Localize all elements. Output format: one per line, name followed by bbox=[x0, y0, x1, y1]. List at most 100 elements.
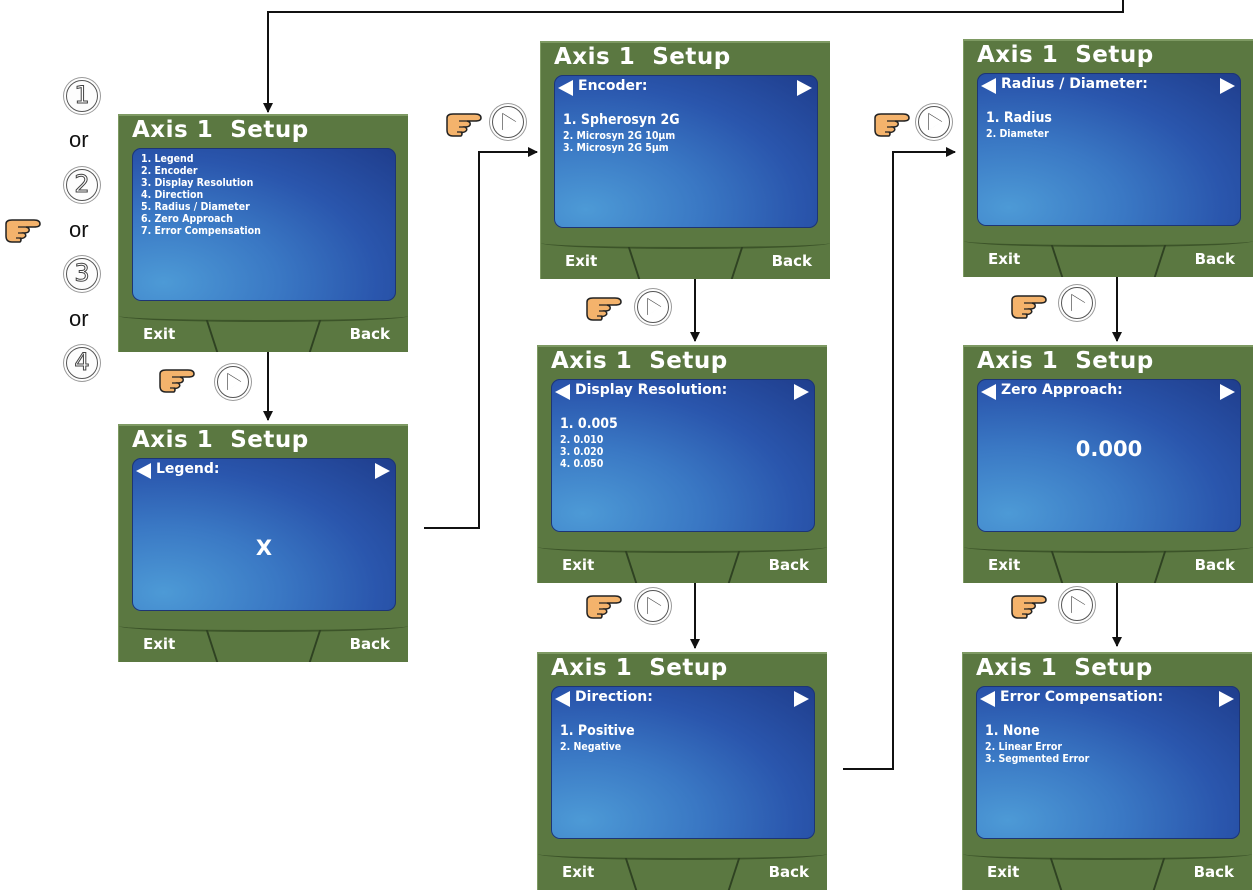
option-item[interactable]: 3. 0.020 bbox=[560, 446, 604, 458]
selected-option[interactable]: 1. Positive bbox=[560, 723, 635, 739]
menu-item-error-compensation[interactable]: 7. Error Compensation bbox=[141, 225, 261, 237]
encoder-screen: Axis 1 Setup Encoder: 1. Spherosyn 2G 2.… bbox=[540, 41, 830, 279]
exit-softkey[interactable]: Exit bbox=[562, 556, 595, 574]
exit-softkey[interactable]: Exit bbox=[143, 635, 176, 653]
back-softkey[interactable]: Back bbox=[349, 325, 390, 343]
or-label: or bbox=[69, 306, 89, 331]
wire-legend-to-encoder bbox=[424, 147, 538, 529]
exit-softkey[interactable]: Exit bbox=[562, 863, 595, 881]
display-panel: Direction: 1. Positive 2. Negative bbox=[551, 686, 815, 839]
right-arrow-icon[interactable] bbox=[1220, 384, 1235, 400]
option-item[interactable]: 2. Microsyn 2G 10µm bbox=[563, 130, 676, 142]
back-softkey[interactable]: Back bbox=[1193, 863, 1234, 881]
screen-title: Axis 1 Setup bbox=[554, 44, 731, 70]
key-4-button[interactable]: 4 bbox=[66, 347, 98, 379]
softkey-bar: Exit Back bbox=[119, 624, 408, 662]
left-arrow-icon[interactable] bbox=[981, 78, 996, 94]
or-label: or bbox=[69, 217, 89, 242]
display-resolution-screen: Axis 1 Setup Display Resolution: 1. 0.00… bbox=[537, 345, 827, 583]
softkey-bar: Exit Back bbox=[963, 852, 1252, 890]
screen-title: Axis 1 Setup bbox=[132, 117, 309, 143]
menu-item-encoder[interactable]: 2. Encoder bbox=[141, 165, 198, 177]
option-item[interactable]: 4. 0.050 bbox=[560, 458, 604, 470]
back-softkey[interactable]: Back bbox=[768, 863, 809, 881]
left-arrow-icon[interactable] bbox=[981, 384, 996, 400]
right-arrow-key-icon[interactable] bbox=[637, 590, 669, 622]
selected-option[interactable]: 1. Radius bbox=[986, 110, 1052, 126]
left-arrow-icon[interactable] bbox=[980, 691, 995, 707]
back-softkey[interactable]: Back bbox=[1194, 250, 1235, 268]
key-1-button[interactable]: 1 bbox=[66, 80, 98, 112]
menu-item-zero-approach[interactable]: 6. Zero Approach bbox=[141, 213, 233, 225]
exit-softkey[interactable]: Exit bbox=[565, 252, 598, 270]
option-list: 1. Spherosyn 2G 2. Microsyn 2G 10µm 3. M… bbox=[563, 111, 680, 154]
pointing-hand-icon bbox=[159, 369, 195, 393]
pointing-hand-icon bbox=[446, 113, 482, 137]
selected-option[interactable]: 1. 0.005 bbox=[560, 416, 618, 432]
display-panel: Zero Approach: 0.000 bbox=[977, 379, 1241, 532]
selected-option[interactable]: 1. Spherosyn 2G bbox=[563, 112, 680, 128]
right-arrow-icon[interactable] bbox=[797, 80, 812, 96]
exit-softkey[interactable]: Exit bbox=[988, 250, 1021, 268]
option-list: 1. None 2. Linear Error 3. Segmented Err… bbox=[985, 722, 1089, 765]
wire-top-loop bbox=[263, 0, 1124, 113]
back-softkey[interactable]: Back bbox=[349, 635, 390, 653]
selected-option[interactable]: 1. None bbox=[985, 723, 1040, 739]
right-arrow-key-icon[interactable] bbox=[918, 106, 950, 138]
display-panel: Legend: X bbox=[132, 458, 396, 611]
key-3-button[interactable]: 3 bbox=[66, 258, 98, 290]
menu-item-legend[interactable]: 1. Legend bbox=[141, 153, 194, 165]
panel-heading: Display Resolution: bbox=[575, 382, 728, 398]
right-arrow-key-icon[interactable] bbox=[1061, 287, 1093, 319]
softkey-bar: Exit Back bbox=[964, 545, 1253, 583]
option-list: 1. 0.005 2. 0.010 3. 0.020 4. 0.050 bbox=[560, 415, 618, 470]
exit-softkey[interactable]: Exit bbox=[987, 863, 1020, 881]
left-arrow-icon[interactable] bbox=[558, 80, 573, 96]
option-item[interactable]: 2. Linear Error bbox=[985, 741, 1063, 753]
option-item[interactable]: 3. Microsyn 2G 5µm bbox=[563, 142, 669, 154]
right-arrow-icon[interactable] bbox=[375, 463, 390, 479]
right-arrow-icon[interactable] bbox=[1220, 78, 1235, 94]
back-softkey[interactable]: Back bbox=[768, 556, 809, 574]
left-arrow-icon[interactable] bbox=[555, 691, 570, 707]
left-arrow-icon[interactable] bbox=[136, 463, 151, 479]
right-arrow-key-icon[interactable] bbox=[637, 291, 669, 323]
option-item[interactable]: 3. Segmented Error bbox=[985, 753, 1090, 765]
exit-softkey[interactable]: Exit bbox=[988, 556, 1021, 574]
menu-item-direction[interactable]: 4. Direction bbox=[141, 189, 204, 201]
panel-heading: Legend: bbox=[156, 461, 220, 477]
softkey-bar: Exit Back bbox=[541, 241, 830, 279]
menu-item-display-resolution[interactable]: 3. Display Resolution bbox=[141, 177, 254, 189]
zero-approach-value: 0.000 bbox=[1075, 437, 1143, 461]
panel-heading: Encoder: bbox=[578, 78, 648, 94]
option-item[interactable]: 2. Diameter bbox=[986, 128, 1049, 140]
screen-title: Axis 1 Setup bbox=[551, 348, 728, 374]
left-arrow-icon[interactable] bbox=[555, 384, 570, 400]
right-arrow-key-icon[interactable] bbox=[1061, 589, 1093, 621]
screen-title: Axis 1 Setup bbox=[977, 348, 1154, 374]
key-2-button[interactable]: 2 bbox=[66, 169, 98, 201]
screen-title: Axis 1 Setup bbox=[551, 655, 728, 681]
right-arrow-icon[interactable] bbox=[794, 384, 809, 400]
display-panel: Display Resolution: 1. 0.005 2. 0.010 3.… bbox=[551, 379, 815, 532]
back-softkey[interactable]: Back bbox=[1194, 556, 1235, 574]
right-arrow-key-icon[interactable] bbox=[217, 366, 249, 398]
pointing-hand-icon bbox=[874, 113, 910, 137]
right-arrow-icon[interactable] bbox=[794, 691, 809, 707]
softkey-bar: Exit Back bbox=[538, 545, 827, 583]
panel-heading: Zero Approach: bbox=[1001, 382, 1123, 398]
legend-screen: Axis 1 Setup Legend: X Exit Back bbox=[118, 424, 408, 662]
option-item[interactable]: 2. 0.010 bbox=[560, 434, 604, 446]
right-arrow-icon[interactable] bbox=[1219, 691, 1234, 707]
option-list: 1. Positive 2. Negative bbox=[560, 722, 635, 753]
exit-softkey[interactable]: Exit bbox=[143, 325, 176, 343]
screen-title: Axis 1 Setup bbox=[977, 42, 1154, 68]
back-softkey[interactable]: Back bbox=[771, 252, 812, 270]
right-arrow-key-icon[interactable] bbox=[492, 106, 524, 138]
display-panel: Encoder: 1. Spherosyn 2G 2. Microsyn 2G … bbox=[554, 75, 818, 228]
option-item[interactable]: 2. Negative bbox=[560, 741, 622, 753]
menu-item-radius-diameter[interactable]: 5. Radius / Diameter bbox=[141, 201, 250, 213]
softkey-bar: Exit Back bbox=[538, 852, 827, 890]
panel-heading: Error Compensation: bbox=[1000, 689, 1164, 705]
